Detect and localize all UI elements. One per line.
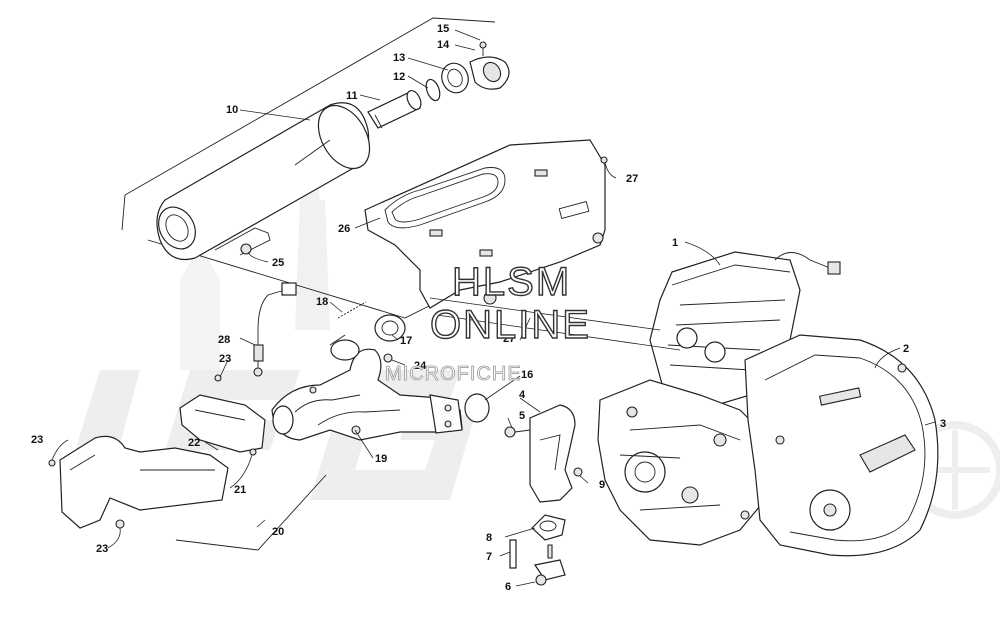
callout-28: 28 xyxy=(218,334,230,346)
callout-23b: 23 xyxy=(31,434,43,446)
leader-lines xyxy=(51,29,936,587)
callout-25: 25 xyxy=(272,257,284,269)
callout-11: 11 xyxy=(346,90,358,102)
callout-24: 24 xyxy=(414,360,427,372)
callout-18: 18 xyxy=(316,296,328,308)
callout-16: 16 xyxy=(521,369,533,381)
cvt-cover xyxy=(740,334,939,557)
heat-shield xyxy=(364,139,608,309)
callout-23a: 23 xyxy=(219,353,231,365)
callout-4: 4 xyxy=(519,389,526,401)
callout-27b: 27 xyxy=(503,333,515,345)
callout-13: 13 xyxy=(393,52,405,64)
springs-and-seals xyxy=(329,301,406,363)
callout-27a: 27 xyxy=(626,173,638,185)
callout-19: 19 xyxy=(375,453,387,465)
callout-5: 5 xyxy=(519,410,525,422)
callout-1: 1 xyxy=(672,237,678,249)
exhaust-header xyxy=(271,339,463,441)
callout-22: 22 xyxy=(188,437,200,449)
callout-8: 8 xyxy=(486,532,492,544)
callout-7: 7 xyxy=(486,551,492,563)
watermark-line2: ONLINE xyxy=(430,303,591,347)
callout-12: 12 xyxy=(393,71,405,83)
callout-3: 3 xyxy=(940,418,946,430)
callout-21: 21 xyxy=(234,484,246,496)
callout-14: 14 xyxy=(437,39,450,51)
callout-9: 9 xyxy=(599,479,605,491)
callout-26: 26 xyxy=(338,223,350,235)
hlsm-watermark: HLSM ONLINE MICROFICHE xyxy=(385,259,591,385)
lower-heat-shield xyxy=(48,374,327,551)
outlet-hardware xyxy=(425,41,510,102)
callout-17: 17 xyxy=(400,335,412,347)
muffler xyxy=(156,102,371,261)
watermark-line3: MICROFICHE xyxy=(385,363,522,385)
exhaust-bracket-assembly xyxy=(504,404,583,586)
callout-20: 20 xyxy=(272,526,284,538)
exhaust-gasket xyxy=(464,393,490,423)
watermark-line1: HLSM xyxy=(452,260,571,304)
callout-10: 10 xyxy=(226,104,238,116)
callout-23c: 23 xyxy=(96,543,108,555)
callout-6: 6 xyxy=(505,581,511,593)
callout-15: 15 xyxy=(437,23,449,35)
tail-pipe xyxy=(367,89,422,129)
oxygen-sensor xyxy=(253,282,297,377)
callout-2: 2 xyxy=(903,343,909,355)
callout-labels: 1 2 3 4 5 6 7 8 9 10 11 12 13 14 15 16 1… xyxy=(31,23,946,593)
